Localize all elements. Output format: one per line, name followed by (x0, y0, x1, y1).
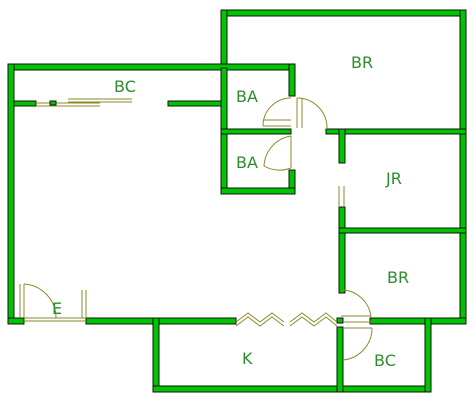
wall-bc-inner-2 (167, 100, 225, 107)
wall-bottom-mid (85, 317, 237, 325)
wall-br-bottom (325, 128, 467, 135)
wall-jr-left-bottom (338, 206, 346, 294)
door-bath-1 (262, 97, 292, 127)
wall-bc-bottom-right (424, 317, 432, 393)
door-br-right (340, 289, 372, 319)
door-entry (19, 283, 87, 322)
room-labels: BR BC BA BA JR BR E K BC (52, 53, 409, 370)
sliding-door-bc (36, 98, 132, 107)
room-label-br-top: BR (351, 53, 373, 72)
wall-main-left (7, 63, 15, 325)
room-label-jr: JR (385, 169, 402, 188)
door-jr (338, 186, 345, 207)
wall-main-top (7, 63, 296, 71)
wall-kitchen-divider-top (336, 317, 344, 324)
wall-bc-inner-1 (13, 100, 37, 107)
wall-kitchen-left (152, 317, 160, 393)
wall-right-outer (459, 9, 467, 325)
room-label-br-right: BR (387, 268, 409, 287)
wall-bottom-right (369, 317, 467, 325)
room-label-entry: E (52, 299, 62, 318)
wall-kitchen-divider (336, 326, 344, 393)
wall-kitchen-bottom (152, 385, 432, 393)
room-label-bc-bottom: BC (374, 351, 396, 370)
room-label-kitchen: K (242, 349, 253, 368)
door-bath-2 (263, 135, 292, 171)
wall-bath-divider (220, 128, 292, 135)
wall-top-block-left (220, 9, 228, 69)
wall-bottom-left (7, 317, 25, 325)
walls (7, 9, 467, 393)
room-label-ba-2: BA (236, 153, 258, 172)
door-bc-bottom (342, 321, 373, 361)
folding-door-kitchen (235, 312, 338, 327)
room-label-ba-1: BA (236, 87, 258, 106)
doors (19, 97, 373, 361)
wall-jr-left-top (338, 128, 346, 164)
door-br-top (296, 97, 328, 129)
wall-bath-bottom (220, 187, 296, 195)
wall-jr-bottom (338, 227, 467, 234)
wall-top-block-top (220, 9, 467, 17)
room-label-bc-top: BC (114, 77, 136, 96)
wall-bath-right-top (288, 63, 296, 97)
